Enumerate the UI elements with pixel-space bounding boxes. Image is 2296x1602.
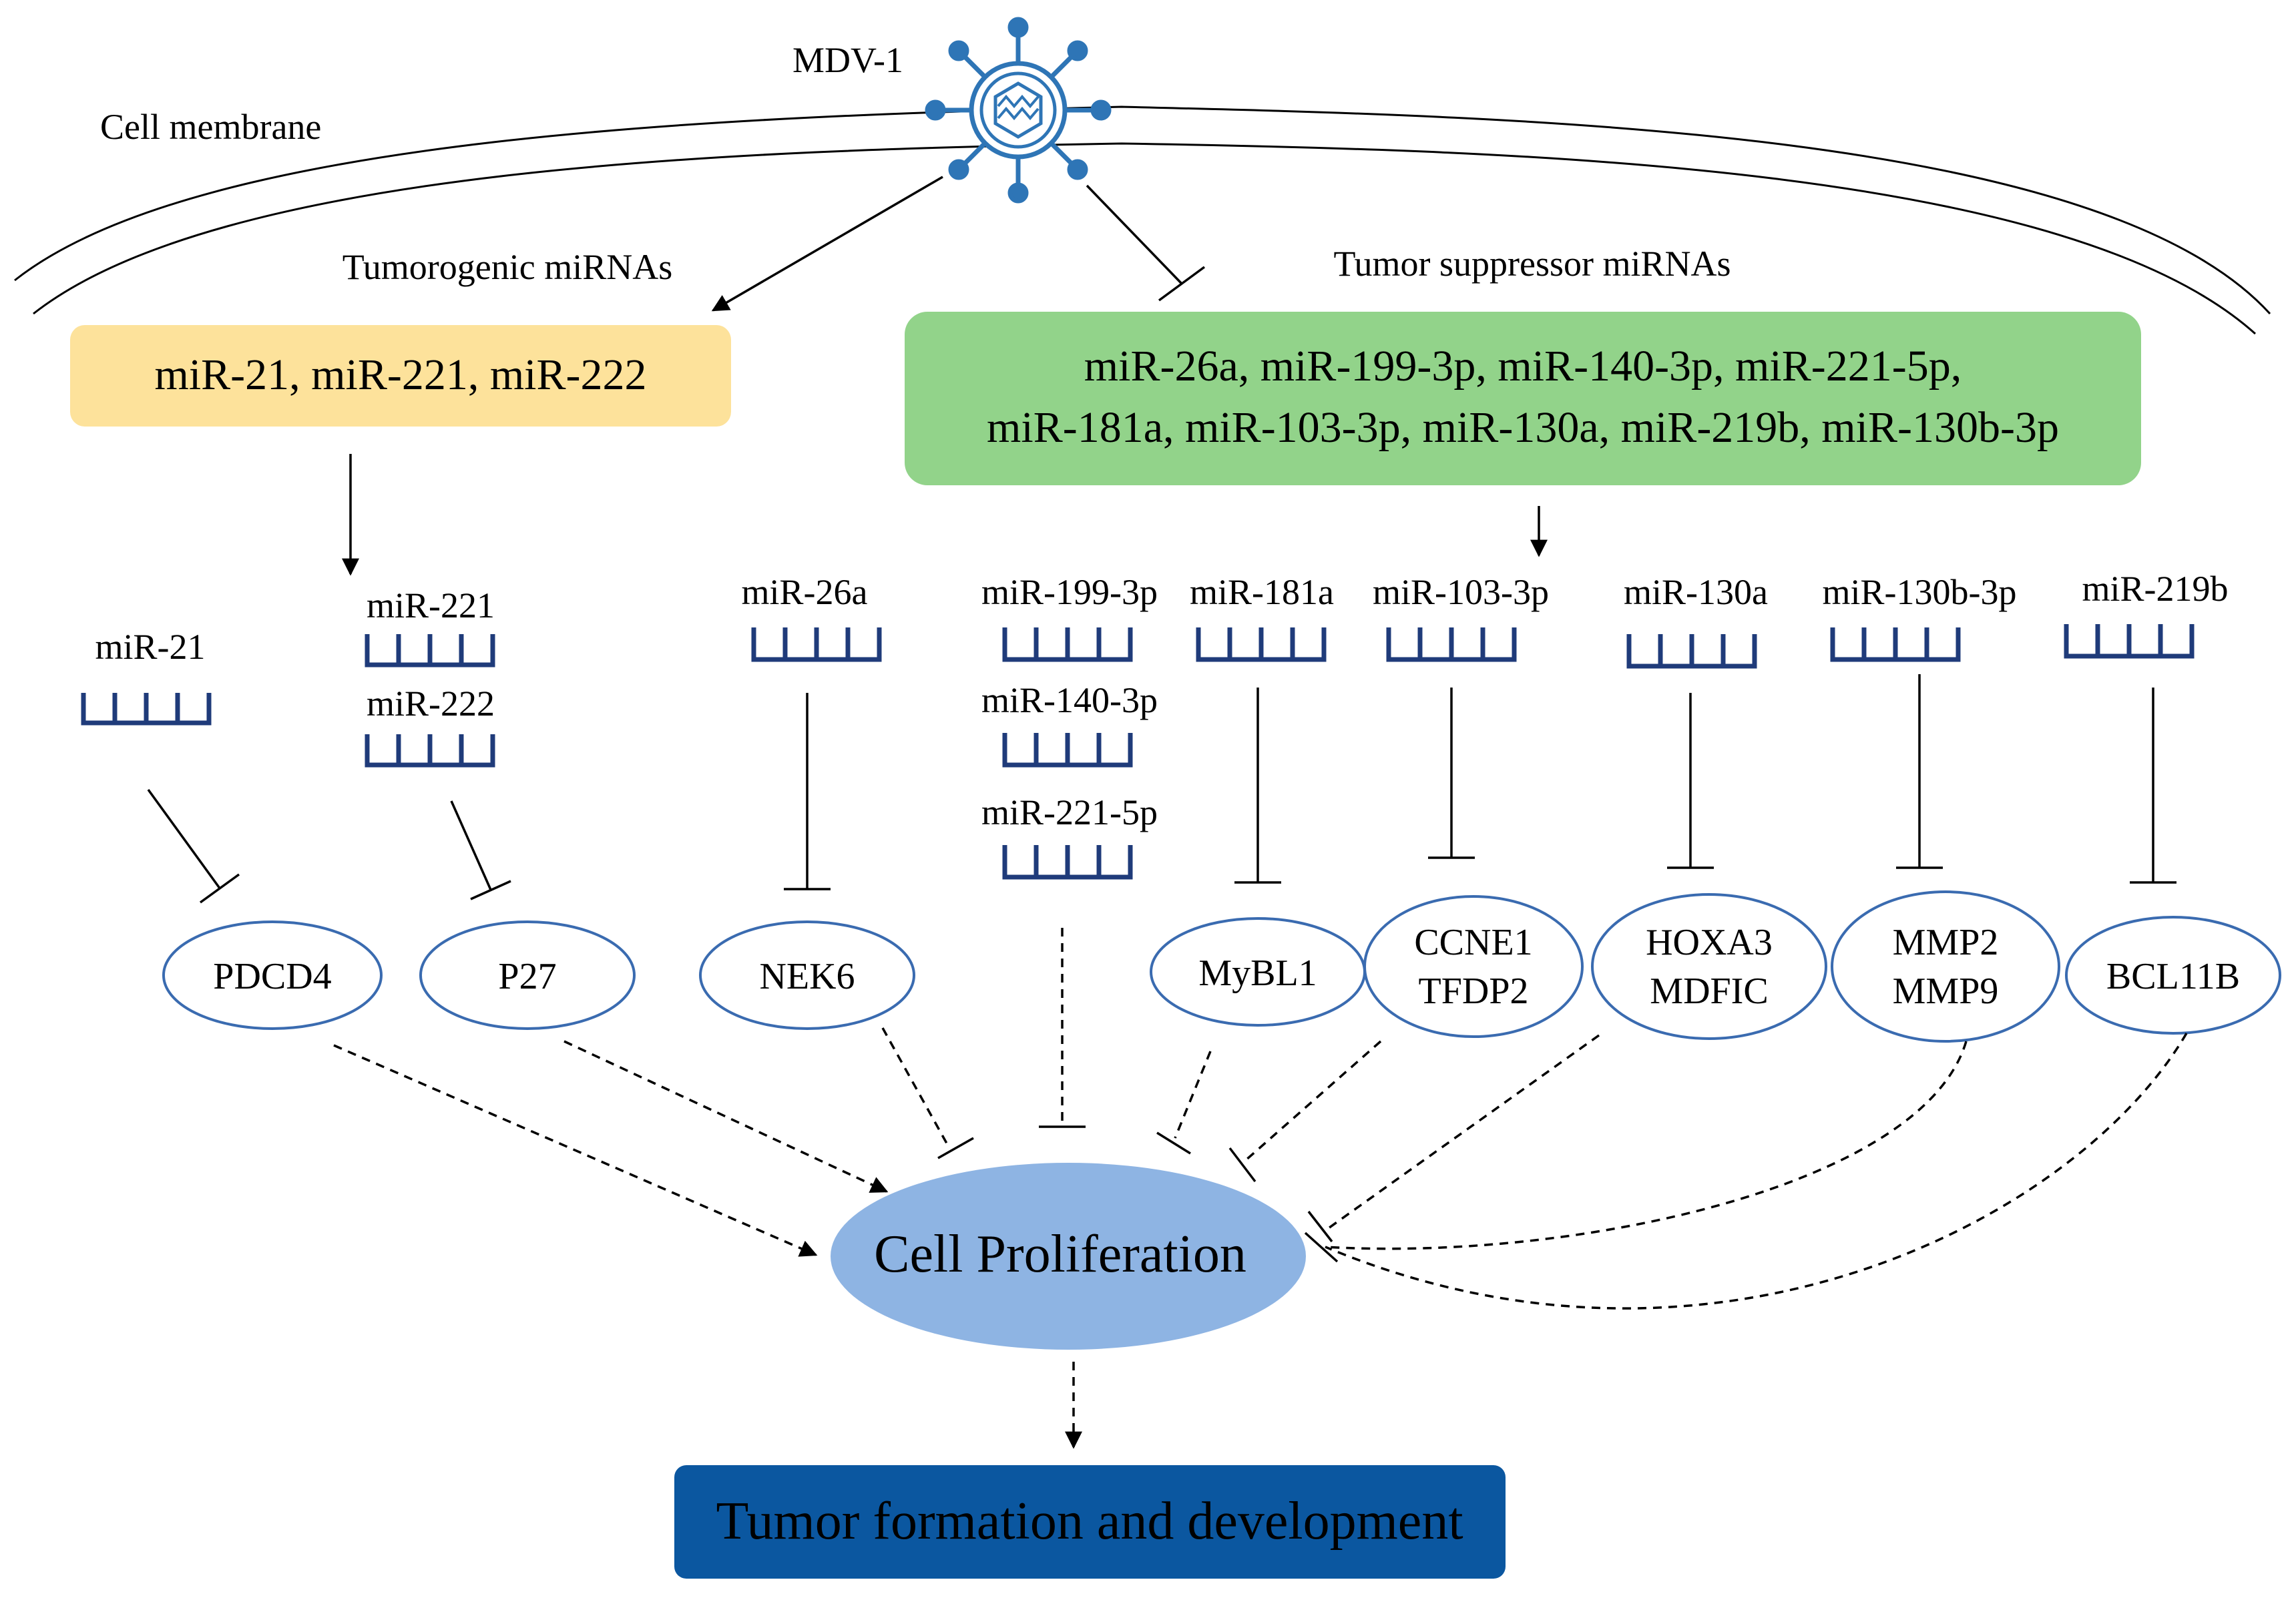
target-pdcd4 bbox=[162, 920, 383, 1030]
virus-label: MDV-1 bbox=[792, 40, 903, 80]
target-label-nek6: NEK6 bbox=[759, 956, 855, 997]
p27-promotes-arrow bbox=[563, 1040, 889, 1193]
inhibit-mir130b-mmp2 bbox=[1896, 674, 1943, 869]
mirna-target-inhibitions bbox=[147, 674, 2176, 904]
mirna-label-mir-26a: miR-26a bbox=[742, 572, 868, 612]
mirna-glyph-mir-221-5p bbox=[1002, 845, 1133, 880]
target-p27 bbox=[419, 920, 636, 1030]
tumorogenic-box-text: miR-21, miR-221, miR-222 bbox=[154, 350, 646, 399]
target-bcl11b bbox=[2065, 916, 2281, 1035]
target-label-mybl1: MyBL1 bbox=[1198, 953, 1317, 994]
mirna-glyph-mir-222 bbox=[365, 734, 495, 768]
target-label-tfdp2: TFDP2 bbox=[1419, 971, 1529, 1012]
cell-membrane bbox=[14, 105, 2271, 335]
inhibit-mir222-p27 bbox=[450, 800, 511, 900]
tumor-outcome-label: Tumor formation and development bbox=[716, 1492, 1463, 1551]
inhibit-mir130a-hoxa3 bbox=[1667, 693, 1714, 869]
mirna-label-mir-130b-3p: miR-130b-3p bbox=[1823, 572, 2017, 612]
target-label-mdfic: MDFIC bbox=[1650, 971, 1768, 1012]
nek6-inhibits-line bbox=[881, 1027, 951, 1149]
mirna-glyph-mir-181a bbox=[1196, 627, 1327, 662]
mirna-glyph-mir-21 bbox=[81, 693, 212, 726]
tumor-outcome-box bbox=[674, 1465, 1506, 1579]
mirna-label-mir-130a: miR-130a bbox=[1624, 572, 1768, 612]
mdv1-activates-tumorogenic-arrow bbox=[711, 176, 943, 312]
inhibit-mir26a-nek6 bbox=[784, 693, 831, 890]
mirna-glyphs bbox=[81, 624, 2195, 880]
inhibit-mir181a-mybl1 bbox=[1234, 688, 1281, 884]
target-label-hoxa3: HOXA3 bbox=[1646, 922, 1773, 963]
pdcd4-promotes-arrow bbox=[333, 1044, 818, 1257]
target-mmp2-mmp9 bbox=[1831, 890, 2060, 1043]
mirna-label-mir-181a: miR-181a bbox=[1190, 572, 1334, 612]
bcl11b-inhibits-line bbox=[1325, 1033, 2188, 1310]
proliferation-inhibition-bars bbox=[937, 1125, 1339, 1263]
suppressor-heading: Tumor suppressor miRNAs bbox=[1333, 244, 1731, 284]
proliferation-connectors bbox=[333, 928, 2188, 1310]
mirna-labels: miR-21 miR-221 miR-222 miR-26a miR-199-3… bbox=[95, 569, 2228, 832]
tumorogenic-heading: Tumorogenic miRNAs bbox=[342, 247, 673, 287]
hoxa3-inhibits-line bbox=[1325, 1034, 1600, 1231]
mirna-glyph-mir-140-3p bbox=[1002, 733, 1133, 768]
target-ellipses bbox=[162, 890, 2281, 1043]
mdv1-inhibits-suppressor-line bbox=[1086, 184, 1206, 302]
target-nek6 bbox=[699, 920, 915, 1030]
mybl1-inhibits-line bbox=[1174, 1051, 1212, 1139]
target-hoxa3-mdfic bbox=[1591, 893, 1827, 1040]
tumorogenic-box bbox=[70, 325, 731, 427]
mirna-label-mir-221: miR-221 bbox=[367, 585, 495, 625]
mirna-label-mir-219b: miR-219b bbox=[2082, 569, 2228, 609]
mirna-label-mir-140-3p: miR-140-3p bbox=[981, 680, 1158, 720]
mirna-label-mir-222: miR-222 bbox=[367, 684, 495, 724]
target-label-p27: P27 bbox=[498, 956, 556, 997]
target-label-ccne1: CCNE1 bbox=[1414, 922, 1532, 963]
mirna-glyph-mir-26a bbox=[751, 627, 882, 662]
target-label-pdcd4: PDCD4 bbox=[213, 956, 331, 997]
virus-icon bbox=[925, 17, 1112, 204]
ccne1-inhibits-line bbox=[1244, 1040, 1382, 1161]
suppressor-box bbox=[905, 312, 2141, 485]
mirna-glyph-mir-103-3p bbox=[1386, 627, 1517, 662]
suppressor-box-line1: miR-26a, miR-199-3p, miR-140-3p, miR-221… bbox=[1084, 342, 1962, 390]
mirna-glyph-mir-221 bbox=[365, 634, 495, 668]
mirna-glyph-mir-219b bbox=[2064, 624, 2195, 659]
target-label-mmp9: MMP9 bbox=[1893, 971, 1999, 1012]
mirna-glyph-mir-130b-3p bbox=[1830, 627, 1961, 662]
cell-proliferation-node bbox=[831, 1163, 1306, 1350]
cell-membrane-label: Cell membrane bbox=[100, 107, 321, 147]
inhibit-mir219b-bcl11b bbox=[2130, 688, 2176, 884]
mirna-label-mir-221-5p: miR-221-5p bbox=[981, 792, 1158, 832]
mirna-label-mir-103-3p: miR-103-3p bbox=[1373, 572, 1549, 612]
mirna-glyph-mir-199-3p bbox=[1002, 627, 1133, 662]
mirna-label-mir-21: miR-21 bbox=[95, 627, 205, 667]
target-ccne1-tfdp2 bbox=[1363, 895, 1584, 1038]
inhibit-mir103-ccne1 bbox=[1428, 688, 1475, 859]
mirna-label-mir-199-3p: miR-199-3p bbox=[981, 572, 1158, 612]
target-label-mmp2: MMP2 bbox=[1893, 922, 1999, 963]
inhibit-mir21-pdcd4 bbox=[147, 788, 240, 904]
target-labels: PDCD4 P27 NEK6 MyBL1 CCNE1 TFDP2 HOXA3 M… bbox=[213, 922, 2240, 1012]
target-label-bcl11b: BCL11B bbox=[2106, 956, 2240, 997]
mmp2-inhibits-line bbox=[1325, 1041, 1968, 1250]
cell-proliferation-label: Cell Proliferation bbox=[874, 1225, 1246, 1284]
suppressor-box-line2: miR-181a, miR-103-3p, miR-130a, miR-219b… bbox=[987, 403, 2059, 452]
mirna-glyph-mir-130a bbox=[1626, 634, 1757, 669]
